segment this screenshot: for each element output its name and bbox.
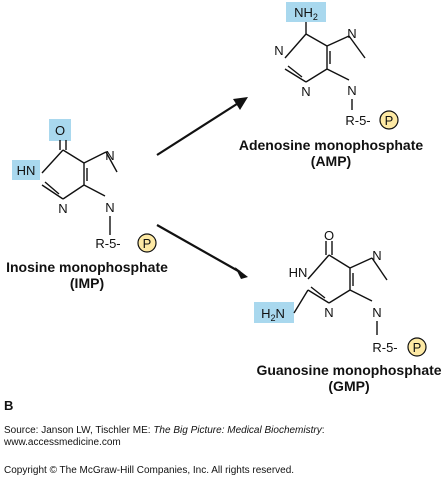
amp-r5-label: R-5- — [345, 113, 370, 128]
imp-r5-label: R-5- — [95, 236, 120, 251]
imp-hn: HN — [17, 163, 36, 178]
panel-label: B — [4, 398, 14, 413]
arrow-to-amp-head — [233, 97, 248, 110]
source-url[interactable]: www.accessmedicine.com — [4, 437, 121, 448]
source-prefix: Source: Janson LW, Tischler ME: — [4, 425, 154, 436]
amp-phosphate-label: P — [385, 113, 394, 128]
imp-abbrev: (IMP) — [70, 275, 104, 291]
gmp-phosphate-label: P — [413, 340, 422, 355]
amp-n7: N — [347, 26, 356, 41]
copyright-notice: Copyright © The McGraw-Hill Companies, I… — [4, 465, 295, 476]
source-suffix: : — [321, 425, 325, 436]
gmp-oxygen: O — [324, 228, 334, 243]
gmp-hn: HN — [289, 265, 308, 280]
source-title: The Big Picture: Medical Biochemistry — [153, 425, 322, 436]
gmp-n9: N — [372, 305, 381, 320]
gmp-phosphate-circle — [407, 337, 427, 357]
gmp-structure: O HN N N N H2N R-5- P Guanosine monophos… — [254, 228, 442, 394]
imp-phosphate-circle — [137, 233, 157, 253]
amp-n1: N — [274, 43, 283, 58]
imp-oxygen-highlight — [49, 119, 71, 141]
arrow-to-gmp-head — [235, 267, 248, 279]
arrow-to-gmp — [156, 224, 241, 273]
gmp-abbrev: (GMP) — [328, 378, 369, 394]
gmp-n3: N — [324, 305, 333, 320]
gmp-h2n-label: H2N — [261, 306, 285, 323]
imp-n9: N — [105, 200, 114, 215]
gmp-h2n-highlight — [254, 302, 294, 323]
amp-n3: N — [301, 84, 310, 99]
gmp-name: Guanosine monophosphate — [256, 362, 441, 378]
amp-structure: NH2 N N N N R-5- P Adenosine monophospha… — [239, 2, 424, 169]
reaction-arrows — [156, 97, 248, 279]
amp-abbrev: (AMP) — [311, 153, 351, 169]
amp-phosphate-circle — [379, 110, 399, 130]
gmp-n7: N — [372, 248, 381, 263]
imp-n3: N — [58, 201, 67, 216]
imp-oxygen: O — [55, 123, 65, 138]
gmp-r5-label: R-5- — [372, 340, 397, 355]
imp-name: Inosine monophosphate — [6, 259, 168, 275]
imp-hn-highlight — [12, 160, 40, 180]
imp-structure: O HN N N N R-5- P Inosine monophosphate … — [6, 119, 168, 291]
amp-n9: N — [347, 83, 356, 98]
amp-nh2-highlight — [286, 2, 326, 22]
amp-nh2-label: NH2 — [294, 5, 318, 22]
arrow-to-amp — [156, 101, 241, 156]
imp-n7: N — [105, 148, 114, 163]
source-citation: Source: Janson LW, Tischler ME: The Big … — [4, 425, 434, 449]
reaction-diagram: O HN N N N R-5- P Inosine monophosphate … — [6, 2, 442, 394]
imp-phosphate-label: P — [143, 236, 152, 251]
amp-name: Adenosine monophosphate — [239, 137, 424, 153]
